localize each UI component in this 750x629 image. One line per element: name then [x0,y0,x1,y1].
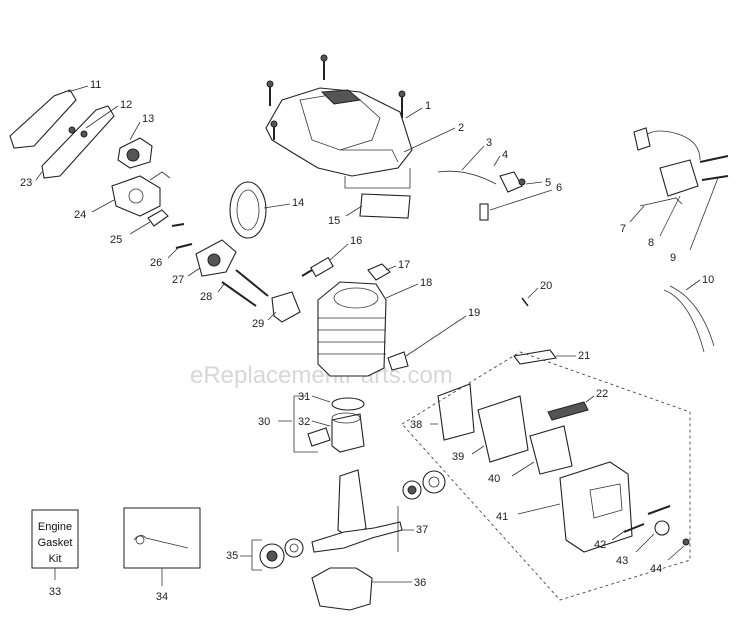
part-number-27: 27 [172,274,184,286]
intake-boot [229,181,267,239]
part-number-35: 35 [226,550,238,562]
muffler-gasket [529,425,573,475]
impulse-hose [437,170,497,185]
filter-nut-2 [80,130,88,138]
part-number-30: 30 [258,416,270,428]
part-number-43: 43 [616,555,628,567]
part-number-9: 9 [670,252,676,264]
part-number-32: 32 [298,416,310,428]
engine-gasket-kit-box: Engine Gasket Kit 33 [31,509,79,598]
muffler-bolts [623,505,671,533]
part-number-33: 33 [49,586,61,598]
crankshaft [311,469,403,553]
kit-line-1: Engine [38,521,72,533]
piston-pin [307,427,331,447]
part-number-6: 6 [556,182,562,194]
cylinder-gasket [271,291,301,323]
intake-screw [171,223,193,249]
part-number-42: 42 [594,539,606,551]
kit-line-3: Kit [49,553,62,565]
part-number-19: 19 [468,307,480,319]
muffler-spacer [387,351,409,371]
ignition-screws [699,155,729,181]
part-number-23: 23 [20,177,32,189]
carburetor-gasket [147,209,169,227]
part-number-24: 24 [74,209,86,221]
piston [331,412,365,453]
ignition-wires [663,285,715,353]
part-number-44: 44 [650,563,662,575]
valve-screw [518,178,526,186]
part-number-12: 12 [120,99,132,111]
part-number-26: 26 [150,257,162,269]
kit-line-2: Gasket [38,537,73,549]
exploded-outline [401,351,691,601]
carburetor [111,171,171,217]
part-number-28: 28 [200,291,212,303]
fuel-filter [479,203,489,221]
muffler-nut [682,538,690,546]
part-number-1: 1 [425,100,431,112]
cover-screw [266,54,406,140]
spark-plug-cap [367,263,391,281]
crank-bearings-left [259,538,304,569]
part-number-17: 17 [398,259,410,271]
spark-plug [301,256,334,278]
heat-shield-plate [437,383,475,441]
crank-bearings-right [402,470,446,500]
part-number-20: 20 [540,280,552,292]
air-filter [41,105,115,179]
part-number-34: 34 [156,591,168,603]
fuel-valve [499,171,523,193]
top-cover [265,87,413,189]
cylinder [317,281,387,377]
part-number-36: 36 [414,577,426,589]
ignition-module [633,127,701,207]
part-number-37: 37 [416,524,428,536]
part-number-38: 38 [410,419,422,431]
filter-sheet [359,193,411,219]
part-number-7: 7 [620,223,626,235]
part-number-22: 22 [596,388,608,400]
part-number-3: 3 [486,137,492,149]
intake-bolts [221,269,269,307]
part-number-31: 31 [298,391,310,403]
crankcase-bottom [311,567,373,611]
part-number-18: 18 [420,277,432,289]
muffler-baffle [477,395,529,463]
part-number-39: 39 [452,451,464,463]
part-number-40: 40 [488,473,500,485]
part-number-8: 8 [648,237,654,249]
piston-ring [331,397,365,411]
part-number-16: 16 [350,235,362,247]
part-number-14: 14 [292,197,304,209]
part-number-10: 10 [702,274,714,286]
part-number-2: 2 [458,122,464,134]
part-number-11: 11 [90,79,101,91]
part-number-41: 41 [496,511,508,523]
spark-screen [547,401,589,421]
part-number-4: 4 [502,149,508,161]
part-number-29: 29 [252,318,264,330]
part-number-13: 13 [142,113,154,125]
tool-box: 34 [123,507,201,603]
filter-nut [68,126,76,134]
muffler-gasket-top [513,349,557,365]
muffler-bolt [521,297,529,307]
part-number-25: 25 [110,234,122,246]
air-filter-cover [9,89,77,149]
muffler [559,461,633,553]
part-number-5: 5 [545,177,551,189]
part-number-15: 15 [328,215,340,227]
muffler-washer [654,520,670,536]
callouts: 1 2 3 4 5 6 7 8 9 10 11 12 13 14 15 16 1 [20,79,719,589]
choke-assembly [117,137,153,169]
part-number-21: 21 [578,350,590,362]
